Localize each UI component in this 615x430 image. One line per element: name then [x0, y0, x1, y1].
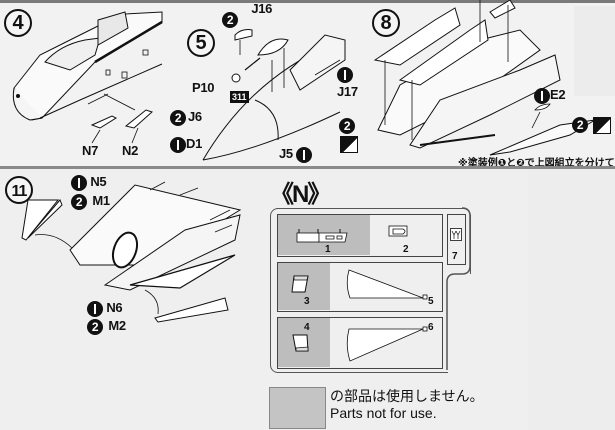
section-divider: [0, 166, 615, 169]
scheme-badge-1: [71, 174, 87, 191]
part-number-2: 2: [403, 244, 409, 255]
step-number-11: 11: [5, 176, 33, 204]
scheme-badge-2: 2: [222, 11, 238, 28]
paint-swatch-icon: [593, 117, 611, 134]
scheme-badge-1: [87, 300, 103, 317]
part-cell-7: [447, 214, 466, 265]
scheme-badge-1: [534, 87, 550, 104]
callout-j5: J5: [279, 146, 313, 163]
part-1-icon: [296, 229, 348, 243]
part-number-7: 7: [452, 251, 458, 262]
part-6-icon: [346, 326, 428, 362]
step-number-5: 5: [187, 29, 215, 57]
blank-panel: [528, 170, 615, 430]
unused-parts-swatch: [269, 387, 326, 429]
radome-canopy-drawing: [202, 29, 346, 161]
part-number-1: 1: [325, 244, 331, 255]
weapon-pylons-drawing: [373, 0, 596, 156]
fuselage-nose-drawing: [12, 11, 163, 144]
part-number-3: 3: [304, 296, 310, 307]
callout-e2: E2: [534, 87, 566, 104]
part-number-6: 6: [428, 322, 434, 333]
part-number-5: 5: [428, 296, 434, 307]
part-label-n2: N2: [122, 143, 139, 158]
part-4-icon: [292, 334, 309, 352]
frame-notch: [448, 274, 472, 374]
scheme-badge-1: [337, 66, 353, 83]
callout-m2: 2 M2: [87, 318, 126, 335]
scheme-badge-2: 2: [71, 193, 87, 210]
callout-p10: P10: [192, 80, 215, 95]
part-5-icon: [346, 269, 428, 300]
part-cell-row2: [277, 262, 443, 312]
scheme-assembly-note: ※塗装例❶と❷で上図組立を分けてください: [458, 158, 615, 169]
parts-tree-title: 《N》: [270, 181, 331, 208]
scheme-badge-2: 2: [87, 318, 103, 335]
callout-left-paint-2: 2: [339, 117, 357, 134]
intake-fins-drawing: [21, 181, 242, 323]
callout-j16: 2 J16: [222, 1, 272, 28]
scheme-badge-1: [170, 136, 186, 153]
part-cell-row1: [277, 214, 443, 257]
paint-code-311: 311: [230, 91, 249, 103]
callout-n5: N5: [71, 174, 107, 191]
callout-m1: 2 M1: [71, 193, 110, 210]
part-7-icon: [450, 228, 462, 241]
scheme-badge-2: 2: [170, 109, 186, 126]
part-label-n7: N7: [82, 143, 99, 158]
scheme-badge-2: 2: [339, 117, 355, 134]
part-2-icon: [388, 225, 408, 237]
part-number-4: 4: [304, 322, 310, 333]
scheme-badge-2: 2: [572, 116, 588, 133]
paint-swatch-icon: [340, 136, 358, 153]
blank-panel: [574, 6, 615, 96]
part-3-icon: [291, 275, 309, 293]
part-cell-row3: [277, 317, 443, 369]
callout-d1: D1: [170, 136, 202, 153]
callout-j17: J17: [337, 84, 358, 99]
step-number-8: 8: [372, 9, 400, 37]
legend-text-en: Parts not for use.: [330, 405, 437, 421]
callout-n6: N6: [87, 300, 123, 317]
callout-j17-badge: [337, 66, 353, 83]
scheme-badge-1: [296, 146, 313, 163]
callout-paint-2: 2: [572, 116, 590, 133]
step-number-4: 4: [4, 9, 32, 37]
legend-text-jp: の部品は使用しません。: [330, 388, 484, 404]
